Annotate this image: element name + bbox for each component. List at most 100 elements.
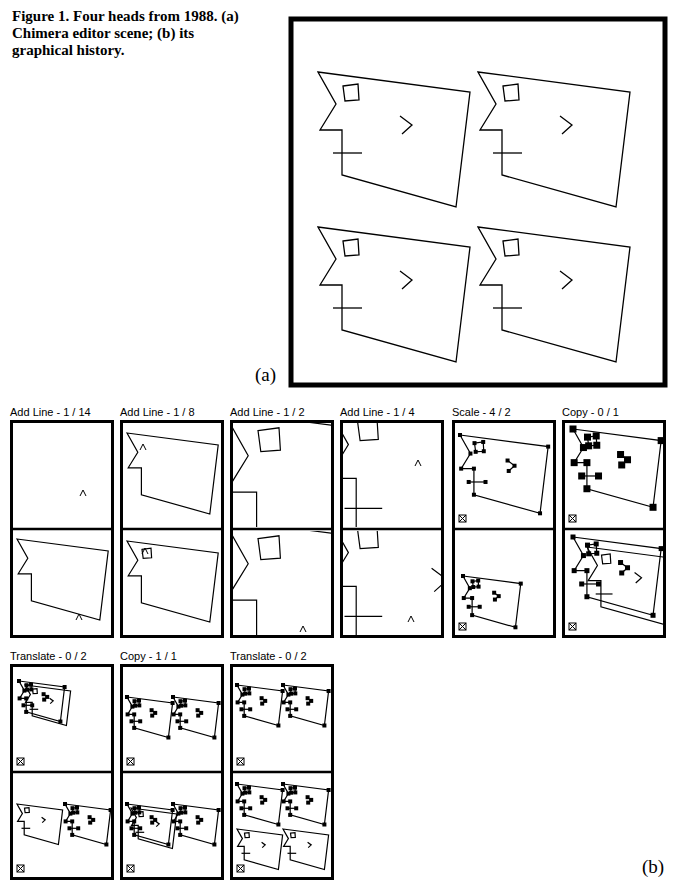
vertex-handle [176,719,180,723]
panel-heading: Translate - 0 / 2 [10,650,87,663]
vertex-handle [595,472,602,479]
head-stroke [432,568,441,591]
history-panel: Scale - 4 / 2 [452,420,556,638]
head-stroke [258,428,280,452]
vertex-handle [242,714,246,718]
boxed-x-marker [569,623,576,630]
vertex-handle [24,710,28,714]
head-stroke [33,689,38,694]
vertex-handle [289,786,293,790]
vertex-handle [42,698,46,702]
boxed-x-marker [459,515,466,522]
vertex-handle [286,806,290,810]
head-drawing [478,227,630,362]
vertex-handle [126,712,130,716]
vertex-handle [260,795,264,799]
vertex-handle [617,451,624,458]
vertex-handle [150,821,154,825]
vertex-handle [546,445,550,449]
vertex-handle [618,560,623,565]
history-panel: Copy - 0 / 1 [562,420,666,638]
head-drawing [233,531,331,635]
history-frame [235,782,331,872]
head-stroke [560,271,572,289]
frame-divider [340,528,444,531]
vertex-handle [286,707,290,711]
boxed-x-marker [127,758,134,765]
history-panel: Copy - 1 / 1 [120,664,224,880]
head-stroke [127,541,218,622]
vertex-handle [658,437,663,444]
history-frame [17,802,111,872]
head-stroke [173,697,219,738]
history-frame [458,433,550,522]
head-stroke [65,804,111,845]
vertex-handle [571,535,576,540]
vertex-handle [243,687,247,691]
vertex-handle [247,687,251,691]
head-stroke [343,239,359,256]
caret-cursor [300,626,306,632]
history-frame [233,423,331,527]
head-drawing [458,433,550,515]
vertex-handle [538,511,542,515]
vertex-handle [247,786,251,790]
vertex-handle [281,788,285,792]
head-stroke [345,508,383,509]
scene-frame [291,19,665,385]
head-stroke [283,685,329,726]
head-drawing [233,423,331,527]
caret-cursor [142,548,148,554]
vertex-handle [462,596,466,600]
head-stroke [345,616,383,617]
vertex-handle [242,799,246,803]
frame-divider [120,771,224,774]
vertex-handle [459,467,463,471]
vertex-handle [196,714,200,718]
head-drawing [587,547,663,625]
vertex-handle [468,452,472,456]
head-drawing [237,829,283,870]
head-drawing [318,72,470,207]
vertex-handle [68,826,72,830]
vertex-handle [88,815,92,819]
panel-heading: Add Line - 1 / 2 [230,406,305,419]
head-stroke [17,539,108,620]
head-stroke [42,817,46,822]
history-frame [459,574,523,630]
head-stroke [142,548,152,558]
vertex-handle [288,714,292,718]
vertex-handle [593,442,600,449]
frame-divider [10,528,114,531]
vertex-handle [260,801,264,805]
vertex-handle [625,565,630,570]
vertex-handle [172,712,176,716]
boxed-x-marker [17,758,24,765]
vertex-handle [71,806,75,810]
vertex-handle [75,806,79,810]
vertex-handle [507,469,511,473]
vertex-handle [294,806,298,810]
head-stroke [493,307,522,308]
vertex-handle [468,586,472,590]
head-stroke [131,808,177,849]
boxed-x-marker [237,865,244,872]
head-stroke [258,536,280,560]
head-stroke [291,833,296,838]
vertex-handle [137,703,141,707]
head-stroke [22,828,31,829]
head-stroke [493,152,522,153]
vertex-handle [179,699,183,703]
vertex-handle [461,574,465,578]
head-drawing [343,423,441,527]
figure-title: Figure 1. Four heads from 1988. (a) Chim… [12,8,257,59]
head-drawing [235,782,285,827]
head-drawing [171,802,221,847]
vertex-handle [289,692,293,696]
vertex-handle [471,579,475,583]
vertex-handle [260,702,264,706]
head-stroke [343,531,441,635]
head-stroke [318,227,470,362]
vertex-handle [306,795,310,799]
vertex-handle [179,811,183,815]
